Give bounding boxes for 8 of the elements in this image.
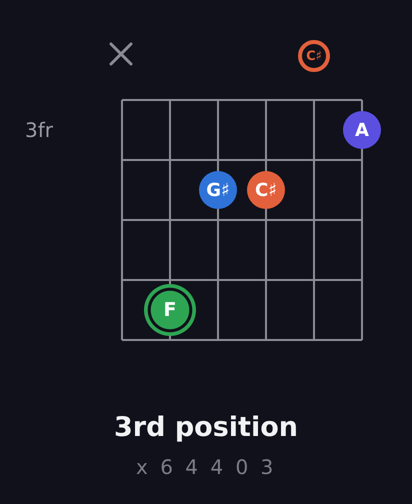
chord-title: 3rd position (114, 412, 298, 444)
note-dot: G♯ (199, 171, 237, 209)
fingering-text: x 6 4 4 0 3 (136, 455, 276, 479)
open-note-ring: C♯ (298, 40, 330, 72)
note-dot: C♯ (247, 171, 285, 209)
note-dot: A (343, 111, 381, 149)
fret-number-label: 3fr (25, 118, 53, 142)
root-note-dot: F (144, 284, 196, 336)
